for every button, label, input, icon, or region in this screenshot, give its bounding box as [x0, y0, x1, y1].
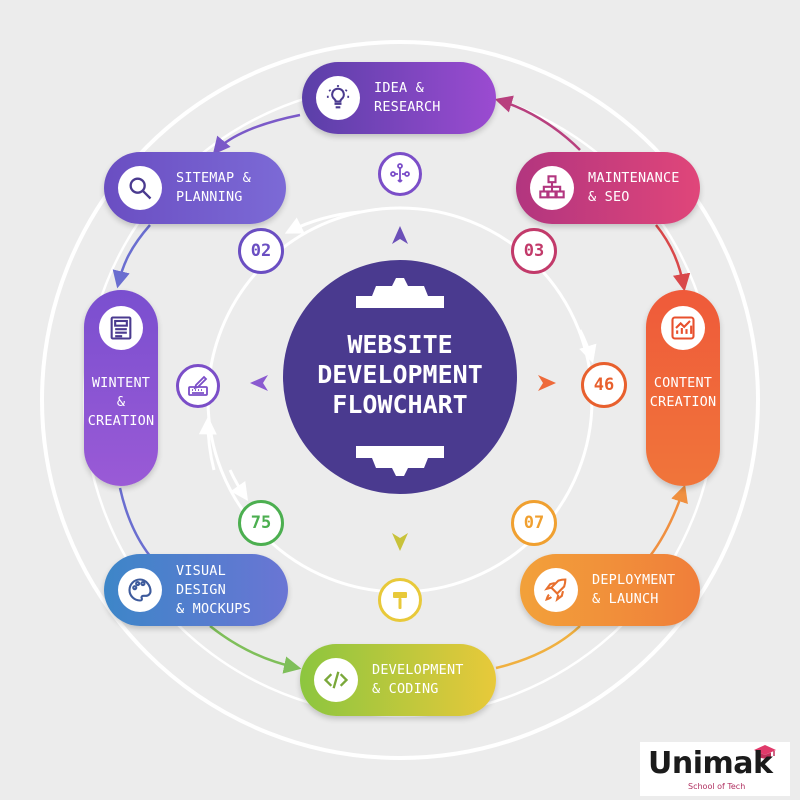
design-edit-icon	[176, 364, 220, 408]
stage-label: IDEA & RESEARCH	[374, 80, 441, 115]
stage-development-coding[interactable]: DEVELOPMENT & CODING	[300, 644, 496, 716]
stage-maintenance-seo[interactable]: MAINTENANCE & SEO	[516, 152, 700, 224]
logo-name: Unimak	[648, 746, 773, 781]
step-badge-07: 07	[511, 500, 557, 546]
stage-label: DEVELOPMENT & CODING	[372, 662, 464, 697]
flow-arrow-idea-to-sitemap	[212, 113, 301, 155]
stage-label: MAINTENANCE & SEO	[588, 170, 680, 205]
hammer-icon	[378, 578, 422, 622]
stage-label: WINTENT & CREATION	[87, 375, 155, 429]
flow-arrow-sitemap-to-wintent	[112, 224, 151, 289]
flow-arrow-maintenance-to-content	[655, 224, 691, 292]
hub-arrow-right	[538, 375, 556, 391]
inner-arrow-bottom-left	[228, 469, 249, 501]
code-icon	[314, 658, 358, 702]
stage-visual-design[interactable]: VISUAL DESIGN & MOCKUPS	[104, 554, 288, 626]
sitemap-icon	[530, 166, 574, 210]
hub-arrow-up	[392, 226, 408, 244]
inner-arrow-left	[198, 416, 217, 471]
flow-icon	[378, 152, 422, 196]
step-badge-46: 46	[581, 362, 627, 408]
lightbulb-icon	[316, 76, 360, 120]
flow-arrow-development-to-deployment	[495, 625, 581, 670]
logo-tagline: School of Tech	[688, 782, 746, 791]
title-line-3: FLOWCHART	[332, 390, 468, 419]
flow-arrow-maintenance-to-idea	[494, 95, 581, 151]
magnifier-icon	[118, 166, 162, 210]
step-badge-75: 75	[238, 500, 284, 546]
chart-icon	[661, 306, 705, 350]
title-line-2: DEVELOPMENT	[317, 360, 483, 389]
flow-arrow-deployment-to-content	[649, 484, 688, 557]
flow-arrow-wintent-to-visual	[118, 487, 151, 557]
gear-top-icon	[356, 278, 444, 308]
stage-idea-research[interactable]: IDEA & RESEARCH	[302, 62, 496, 134]
hub-arrow-left	[250, 375, 268, 391]
hub-arrow-down	[392, 533, 408, 551]
flow-arrow-visual-to-development	[209, 625, 302, 674]
inner-arrow-top-left	[284, 210, 361, 234]
brand-logo: Unimak School of Tech	[640, 742, 790, 796]
graduation-cap-icon	[754, 745, 776, 759]
document-icon	[99, 306, 143, 350]
palette-icon	[118, 568, 162, 612]
title-line-1: WEBSITE	[347, 330, 453, 359]
step-badge-02: 02	[238, 228, 284, 274]
gear-bottom-icon	[356, 446, 444, 476]
stage-deployment-launch[interactable]: DEPLOYMENT & LAUNCH	[520, 554, 700, 626]
outer-ring	[40, 40, 760, 760]
center-title: WEBSITE DEVELOPMENT FLOWCHART	[290, 330, 510, 420]
stage-label: DEPLOYMENT & LAUNCH	[592, 572, 676, 607]
center-hub	[283, 260, 517, 494]
rocket-icon	[534, 568, 578, 612]
stage-label: VISUAL DESIGN & MOCKUPS	[176, 562, 251, 617]
stage-content-creation[interactable]: CONTENT CREATION	[646, 290, 720, 486]
stage-label: SITEMAP & PLANNING	[176, 170, 251, 205]
step-badge-03: 03	[511, 228, 557, 274]
stage-wintent-creation[interactable]: WINTENT & CREATION	[84, 290, 158, 486]
inner-arrow-right	[578, 329, 597, 364]
stage-sitemap-planning[interactable]: SITEMAP & PLANNING	[104, 152, 286, 224]
stage-label: CONTENT CREATION	[649, 375, 717, 410]
